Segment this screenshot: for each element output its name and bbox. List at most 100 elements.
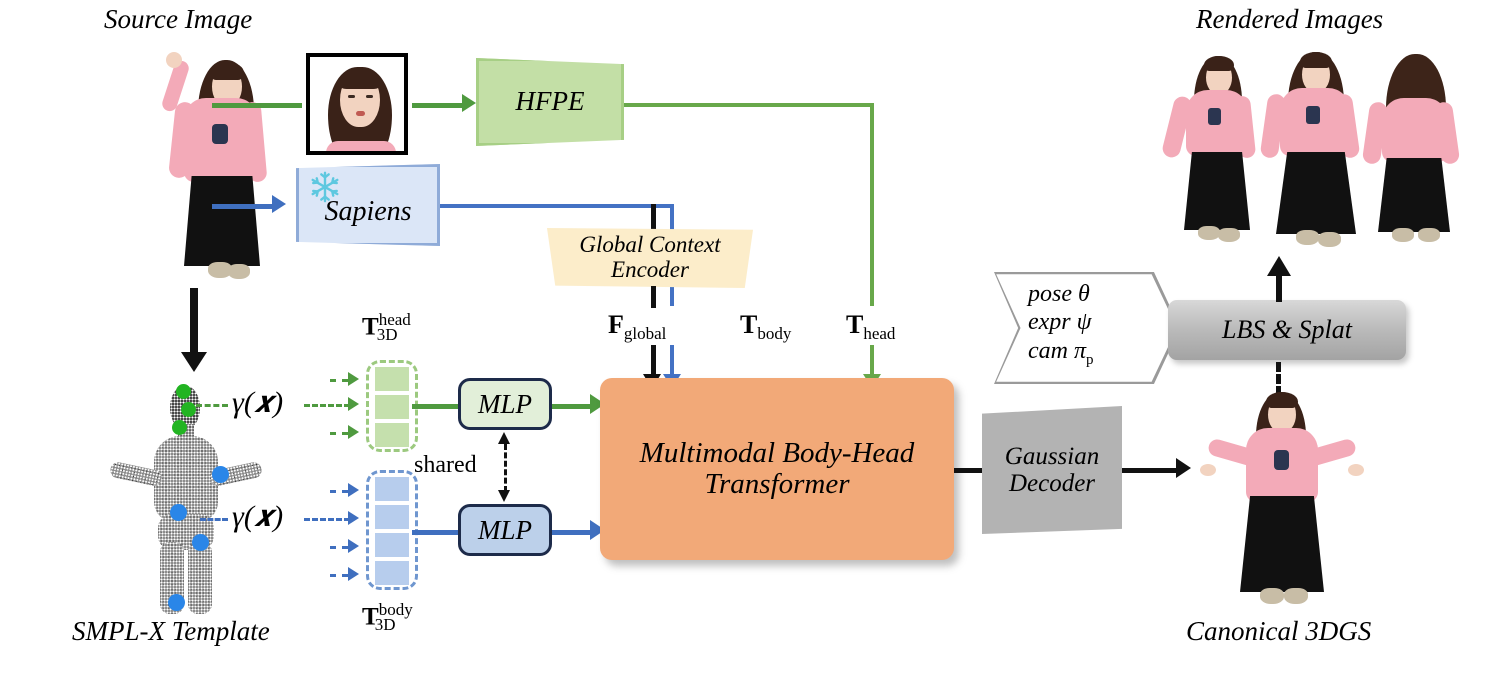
gaussian-decoder-label: Gaussian Decoder: [1004, 443, 1100, 497]
label-t-body-wrap: Tbody: [740, 310, 791, 344]
label-gamma-body: γ(𝒙): [232, 500, 284, 533]
token-stack-head: [366, 360, 418, 452]
edge-gamma-head-to-tokens: [304, 404, 350, 407]
label-t3d-head-sup: head: [378, 310, 411, 329]
transformer-label: Multimodal Body-Head Transformer: [639, 436, 915, 500]
mlp-head-label: MLP: [478, 388, 532, 419]
arrowhead-into-hfpe: [462, 94, 476, 112]
edge-head-tokens-to-mlp: [412, 404, 460, 409]
token-stack-body: [366, 470, 418, 590]
label-t-body-base: T: [740, 310, 758, 339]
label-t3d-head-sub: 3D: [376, 325, 398, 345]
keypoint-body-shoulder: [212, 466, 229, 483]
gaussian-decoder-shape: [982, 406, 1122, 534]
edge-mlp-body-to-transformer: [552, 530, 594, 535]
token-head-0: [375, 367, 409, 391]
arrowhead-into-sapiens: [272, 195, 286, 213]
edge-hfpe-out-vertical: [870, 103, 874, 306]
token-head-2: [375, 423, 409, 447]
arrowhead-into-template: [181, 352, 207, 372]
label-f-global: Fglobal: [608, 310, 666, 344]
feeder-head-1: [330, 379, 348, 382]
arrowhead-body-token-1: [348, 483, 359, 497]
edge-sapiens-out-horizontal: [440, 204, 674, 208]
edge-thead-to-transformer: [870, 345, 874, 377]
label-t-head-sub: head: [863, 324, 896, 344]
block-multimodal-transformer: Multimodal Body-Head Transformer: [600, 378, 954, 560]
edge-shared-weights: [504, 444, 507, 492]
caption-rendered-images: Rendered Images: [1196, 4, 1384, 34]
smplx-template-mesh: [108, 382, 284, 614]
label-f-global-base: F: [608, 310, 624, 339]
label-t3d-body-sub: 3D: [374, 615, 396, 635]
token-body-1: [375, 505, 409, 529]
arrowhead-into-rendered: [1267, 256, 1291, 276]
arrowhead-shared-down: [498, 490, 510, 502]
face-crop-thumbnail: [306, 53, 408, 155]
token-body-0: [375, 477, 409, 501]
feeder-body-3: [330, 546, 348, 549]
label-t-head-wrap: Thead: [846, 310, 895, 344]
arrowhead-shared-up: [498, 432, 510, 444]
block-lbs-splat: LBS & Splat: [1168, 300, 1406, 360]
arrowhead-body-token-3: [348, 539, 359, 553]
label-gamma-head: γ(𝒙): [232, 386, 284, 419]
edge-source-to-sapiens: [212, 204, 274, 209]
edge-body-tokens-to-mlp: [412, 530, 460, 535]
lbs-splat-label: LBS & Splat: [1221, 314, 1352, 344]
source-image-person: [150, 50, 290, 290]
mlp-body-label: MLP: [478, 514, 532, 545]
label-t3d-head-base: T: [362, 313, 379, 341]
label-f-global-sub: global: [623, 324, 667, 344]
chevron-inner: [996, 274, 1178, 382]
block-global-context-encoder: Global Context Encoder: [547, 228, 753, 288]
feeder-head-3: [330, 432, 348, 435]
edge-head-kp-to-gamma: [196, 404, 228, 407]
pose-banner-line1: pose θ: [1028, 281, 1090, 307]
edge-gamma-body-to-tokens: [304, 518, 350, 521]
keypoint-head-3: [172, 420, 187, 435]
global-context-encoder-shape: [547, 228, 753, 288]
pose-banner-line3-wrap: cam πp: [1028, 337, 1094, 369]
edge-lbs-to-rendered: [1276, 274, 1282, 302]
keypoint-body-hip: [192, 534, 209, 551]
keypoint-body-foot: [168, 594, 185, 611]
hfpe-label: HFPE: [515, 86, 585, 117]
sapiens-label: Sapiens: [324, 195, 412, 227]
feeder-body-1: [330, 490, 348, 493]
arrowhead-into-canonical: [1176, 458, 1191, 478]
edge-source-to-facecrop: [212, 103, 302, 108]
label-shared: shared: [414, 452, 477, 478]
edge-body-kp-to-gamma: [200, 518, 228, 521]
pose-expr-cam-banner: pose θ expr ψ cam πp: [994, 272, 1180, 384]
edge-mlp-head-to-transformer: [552, 404, 594, 409]
label-t3d-head: Thead3D: [362, 310, 411, 345]
keypoint-body-torso: [170, 504, 187, 521]
pose-banner-line2: expr ψ: [1028, 309, 1092, 336]
rendered-view-front: [1256, 48, 1386, 258]
block-mlp-head[interactable]: MLP: [458, 378, 552, 430]
arrowhead-head-token-2: [348, 397, 359, 411]
label-t-head-base: T: [846, 310, 864, 339]
label-t3d-body-base: T: [362, 603, 379, 631]
edge-source-to-template: [190, 288, 198, 356]
token-body-3: [375, 561, 409, 585]
edge-hfpe-out-horizontal: [624, 103, 872, 107]
block-mlp-body[interactable]: MLP: [458, 504, 552, 556]
keypoint-head-2: [181, 402, 196, 417]
edge-global-context-encoder-out: [651, 286, 656, 308]
feeder-body-4: [330, 574, 348, 577]
edge-transformer-to-decoder: [954, 468, 996, 473]
global-context-encoder-label: Global Context Encoder: [579, 232, 721, 282]
caption-smplx-template: SMPL-X Template: [72, 616, 270, 646]
caption-canonical-3dgs: Canonical 3DGS: [1186, 616, 1372, 646]
transformer-shape: [600, 378, 954, 560]
block-hfpe: HFPE: [476, 58, 624, 146]
rendered-view-back: [1360, 52, 1480, 254]
token-body-2: [375, 533, 409, 557]
edge-canonical-to-lbs: [1276, 362, 1281, 396]
arrowhead-head-token-1: [348, 372, 359, 386]
rendered-view-front-left: [1160, 52, 1284, 252]
edge-facecrop-to-hfpe: [412, 103, 464, 108]
